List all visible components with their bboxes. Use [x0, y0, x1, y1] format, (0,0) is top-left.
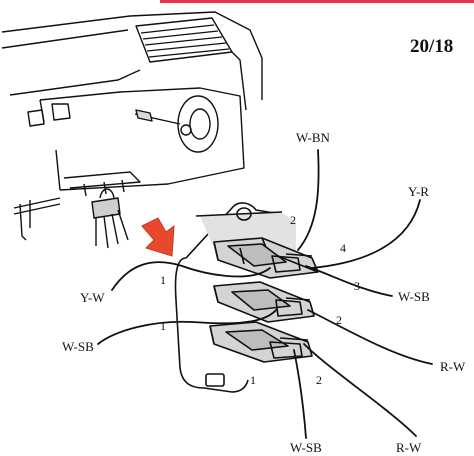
wire-label-r-w-bottom: R-W [396, 440, 422, 455]
connector-plug-top [213, 237, 319, 279]
pin-number: 1 [250, 373, 256, 387]
pin-number: 4 [340, 241, 346, 255]
wire-w-sb-left [97, 309, 277, 345]
wire-w-sb-right [305, 265, 393, 297]
wire-r-w-right [307, 309, 433, 365]
connector-plug-bottom [209, 321, 313, 363]
wire-leaders [97, 149, 433, 439]
connector-plug-middle [213, 281, 315, 323]
dashboard-illustration [1, 11, 263, 249]
wire-label-r-w-right: R-W [440, 359, 466, 374]
wire-label-w-sb-bottom: W-SB [290, 440, 322, 455]
wire-w-sb-bottom [293, 349, 307, 439]
wire-r-w-bottom [303, 343, 417, 437]
wire-w-bn [297, 149, 320, 251]
pin-number: 1 [160, 273, 166, 287]
wire-label-w-sb-right: W-SB [398, 289, 430, 304]
wire-label-y-w: Y-W [80, 290, 105, 305]
pin-number: 2 [316, 373, 322, 387]
pin-number: 1 [160, 319, 166, 333]
pin-number: 2 [290, 213, 296, 227]
pointer-arrow [141, 217, 175, 257]
top-accent-bar [160, 0, 474, 3]
pin-number: 2 [336, 313, 342, 327]
wire-label-w-bn: W-BN [296, 130, 331, 145]
wire-label-y-r: Y-R [408, 184, 429, 199]
wire-label-w-sb-left: W-SB [62, 339, 94, 354]
pin-number: 3 [354, 279, 360, 293]
wire-y-w-left [111, 261, 271, 291]
page-reference: 20/18 [410, 36, 453, 57]
wire-y-r [311, 199, 421, 269]
